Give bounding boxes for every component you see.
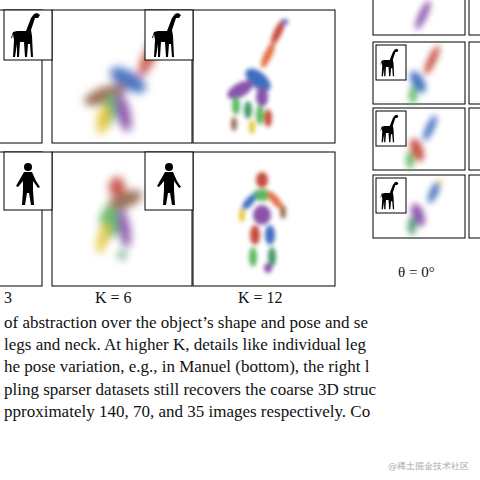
axis-label: K = 12 <box>238 289 283 307</box>
caption-line: legs and neck. At higher K, details like… <box>4 336 366 355</box>
caption-line: of abstraction over the object’s shape a… <box>4 314 368 333</box>
caption-line: he pose variation, e.g., in Manuel (bott… <box>4 358 369 377</box>
axis-label: K = 6 <box>95 289 132 307</box>
axis-label: 3 <box>4 289 12 307</box>
watermark: @稀土掘金技术社区 <box>388 462 469 472</box>
axis-label: θ = 0° <box>398 264 435 281</box>
caption-line: pling sparser datasets still recovers th… <box>4 381 376 400</box>
caption-line: pproximately 140, 70, and 35 images resp… <box>4 403 370 422</box>
